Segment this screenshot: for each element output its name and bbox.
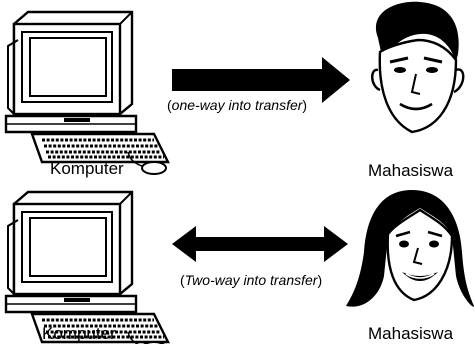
one-way-arrow — [172, 57, 350, 103]
bottom-student-label: Mahasiswa — [368, 324, 454, 343]
two-way-arrow — [172, 226, 348, 262]
bottom-caption: (Two-way into transfer) — [180, 272, 322, 288]
bottom-computer-label: Komputer — [42, 324, 116, 343]
computer-icon — [4, 10, 170, 176]
male-face-icon — [371, 1, 465, 134]
top-computer-label: Komputer — [50, 159, 124, 178]
top-student-label: Mahasiswa — [368, 161, 454, 180]
top-caption: (one-way into transfer) — [167, 97, 307, 113]
female-face-icon — [346, 190, 474, 307]
computer-icon — [4, 190, 170, 344]
